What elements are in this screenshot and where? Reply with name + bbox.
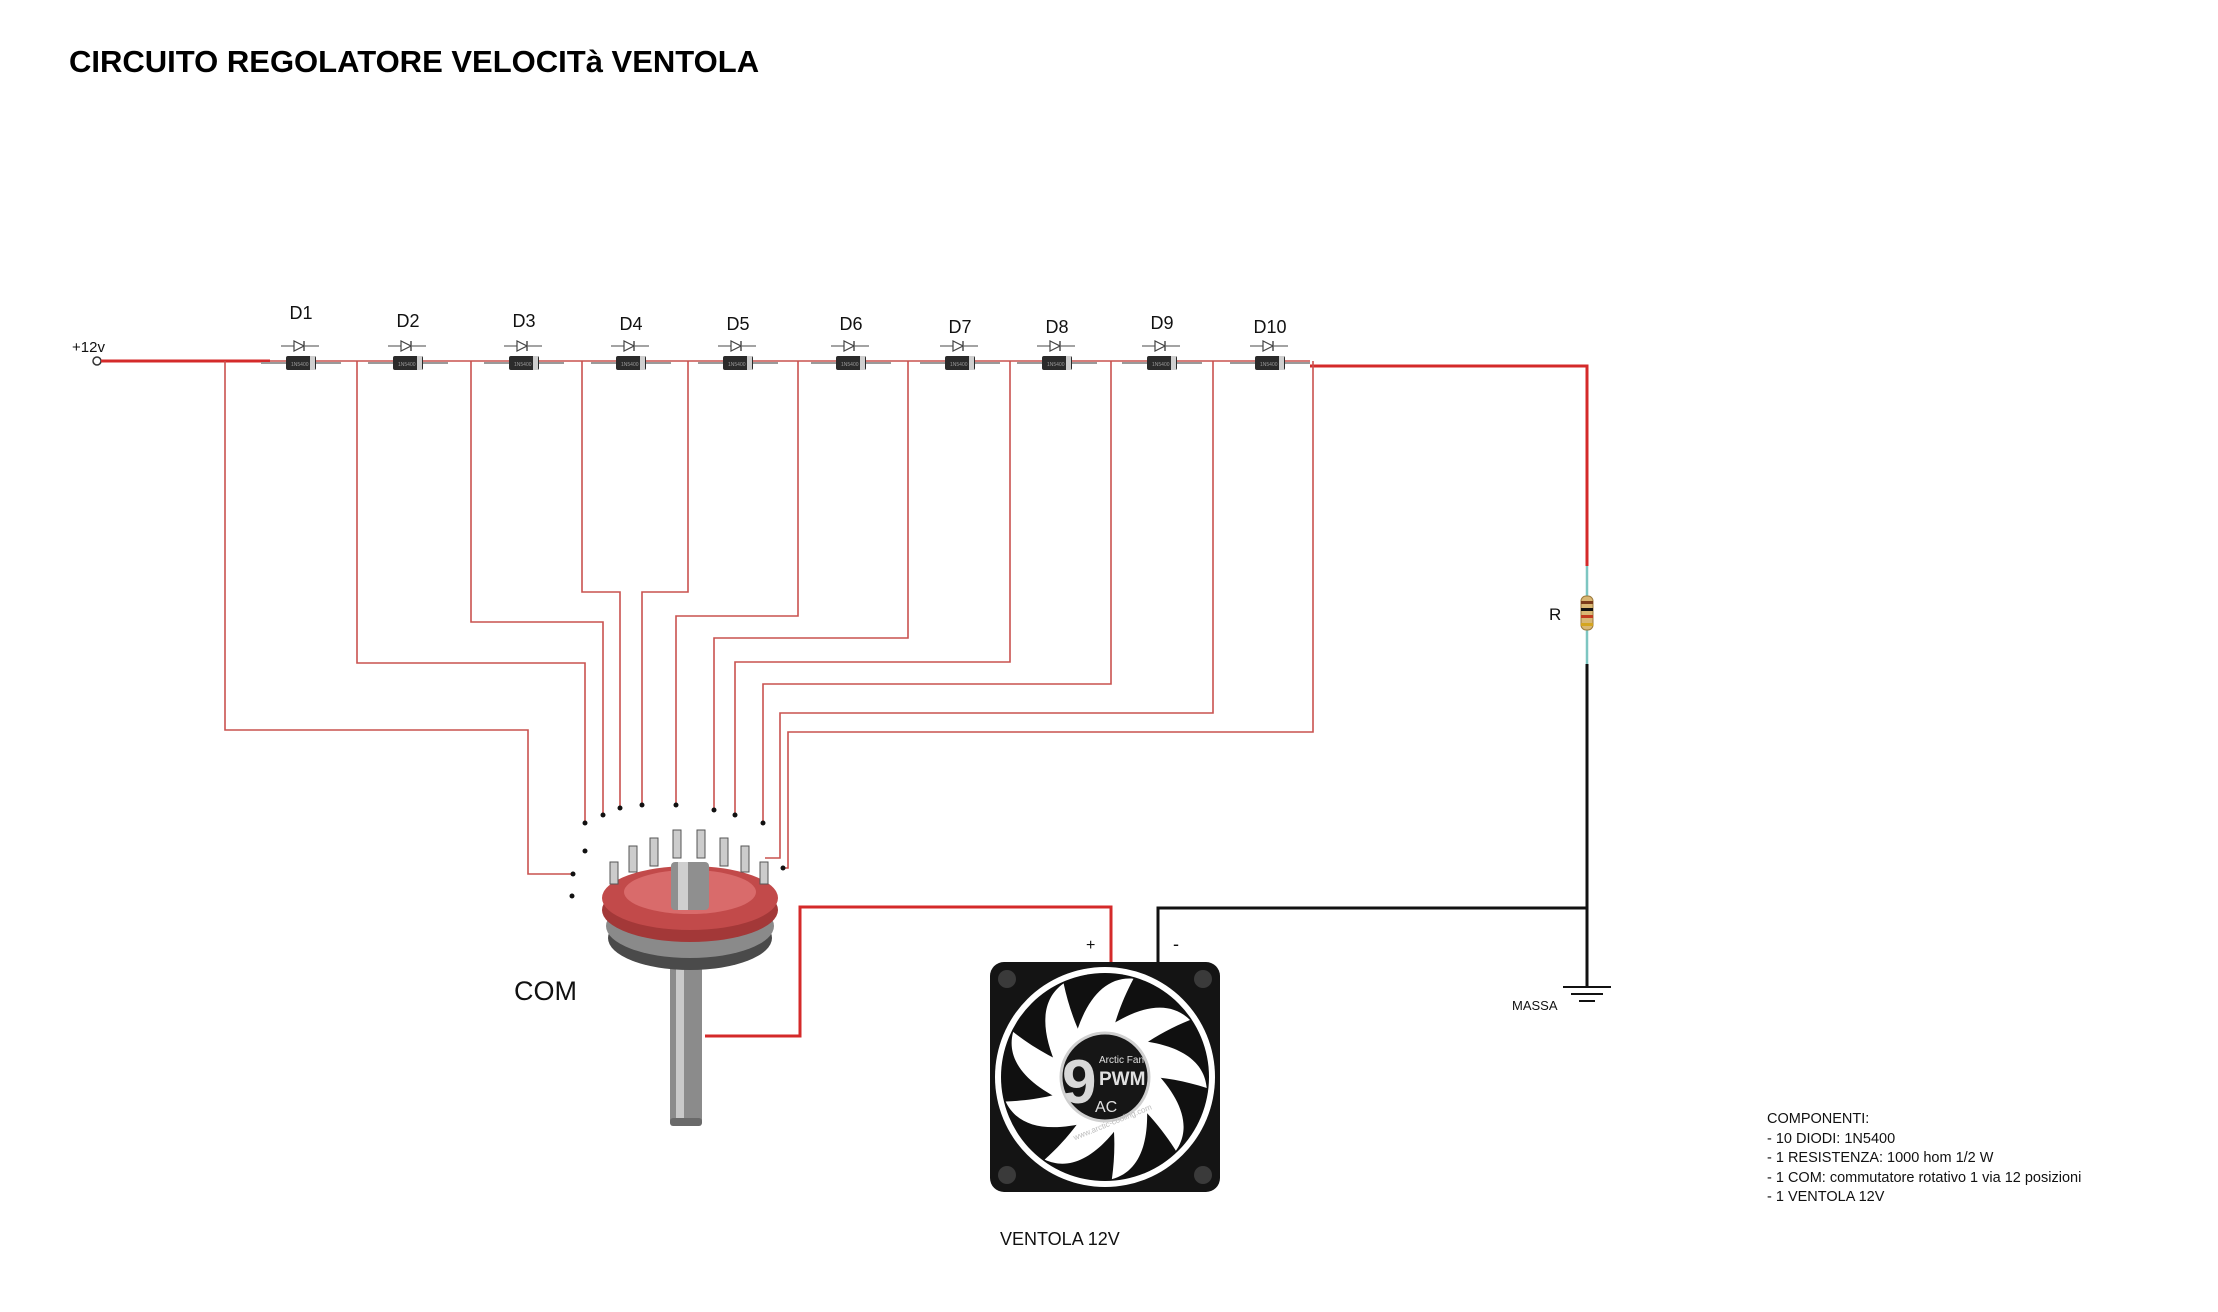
diode-d1: 1N5400 D1 [261,303,341,370]
components-list: COMPONENTI: - 10 DIODI: 1N5400 - 1 RESIS… [1767,1110,2081,1208]
diode-label-d1: D1 [289,303,312,323]
diode-d2: 1N5400 D2 [368,311,448,370]
wires [101,359,1589,1038]
ground-label: MASSA [1512,998,1558,1013]
diode-d10: 1N5400 D10 [1230,317,1310,370]
diode-part-number: 1N5400 [398,362,416,368]
diode-label-d4: D4 [619,314,642,334]
fan-minus-label: - [1173,934,1179,954]
diode-label-d9: D9 [1150,313,1173,333]
components-heading: COMPONENTI: [1767,1111,1870,1127]
switch-contact-dots [569,802,786,899]
diode-part-number: 1N5400 [728,362,746,368]
diode-label-d5: D5 [726,314,749,334]
diode-part-number: 1N5400 [841,362,859,368]
diode-part-number: 1N5400 [1152,362,1170,368]
diode-label-d10: D10 [1253,317,1286,337]
diode-part-number: 1N5400 [1047,362,1065,368]
tap-wires [224,361,1314,875]
resistor-label: R [1549,605,1561,624]
fan-logo-brand: Arctic Fan [1099,1055,1144,1066]
diode-label-d6: D6 [839,314,862,334]
diode-part-number: 1N5400 [950,362,968,368]
switch-label: COM [514,976,577,1006]
diode-label-d2: D2 [396,311,419,331]
diode-part-number: 1N5400 [621,362,639,368]
components-item: - 1 COM: commutatore rotativo 1 via 12 p… [1767,1169,2082,1186]
diode-label-d7: D7 [948,317,971,337]
wire-fan-minus [1156,906,1587,962]
resistor: R [1549,566,1594,664]
components-item: - 1 RESISTENZA: 1000 hom 1/2 W [1767,1150,1994,1166]
ground-symbol: MASSA [1512,986,1611,1013]
components-item: - 1 VENTOLA 12V [1767,1189,1885,1205]
fan-logo-model: PWM [1099,1069,1145,1090]
fan-logo-number: 9 [1062,1048,1096,1117]
diode-d7: 1N5400 D7 [920,317,1000,370]
diode-d9: 1N5400 D9 [1122,313,1202,370]
wire-fan-plus [705,905,1113,1038]
diode-d3: 1N5400 D3 [484,311,564,370]
diode-d4: 1N5400 D4 [591,314,671,370]
rotary-switch: COM [514,802,786,1126]
wire-to-resistor [1310,364,1589,566]
diode-d5: 1N5400 D5 [698,314,778,370]
fan-logo-maker: AC [1095,1099,1117,1116]
diode-part-number: 1N5400 [514,362,532,368]
diode-chain: 1N5400 D1 1N5400 D2 1N5400 D3 1N5400 D4 1N5400 D5… [261,303,1310,370]
supply-terminal: +12v [72,339,105,366]
supply-label: +12v [72,339,105,356]
fan: 9 Arctic Fan PWM AC www.arctic-cooling.c… [990,934,1220,1249]
fan-plus-label: + [1086,937,1095,954]
diode-part-number: 1N5400 [291,362,309,368]
page-title: CIRCUITO REGOLATORE VELOCITà VENTOLA [69,44,760,79]
diode-label-d3: D3 [512,311,535,331]
fan-label: VENTOLA 12V [1000,1229,1120,1249]
diode-d8: 1N5400 D8 [1017,317,1097,370]
diode-part-number: 1N5400 [1260,362,1278,368]
fan-blade [1074,978,1134,1052]
components-item: - 10 DIODI: 1N5400 [1767,1130,1896,1147]
diode-d6: 1N5400 D6 [811,314,891,370]
diode-label-d8: D8 [1045,317,1068,337]
